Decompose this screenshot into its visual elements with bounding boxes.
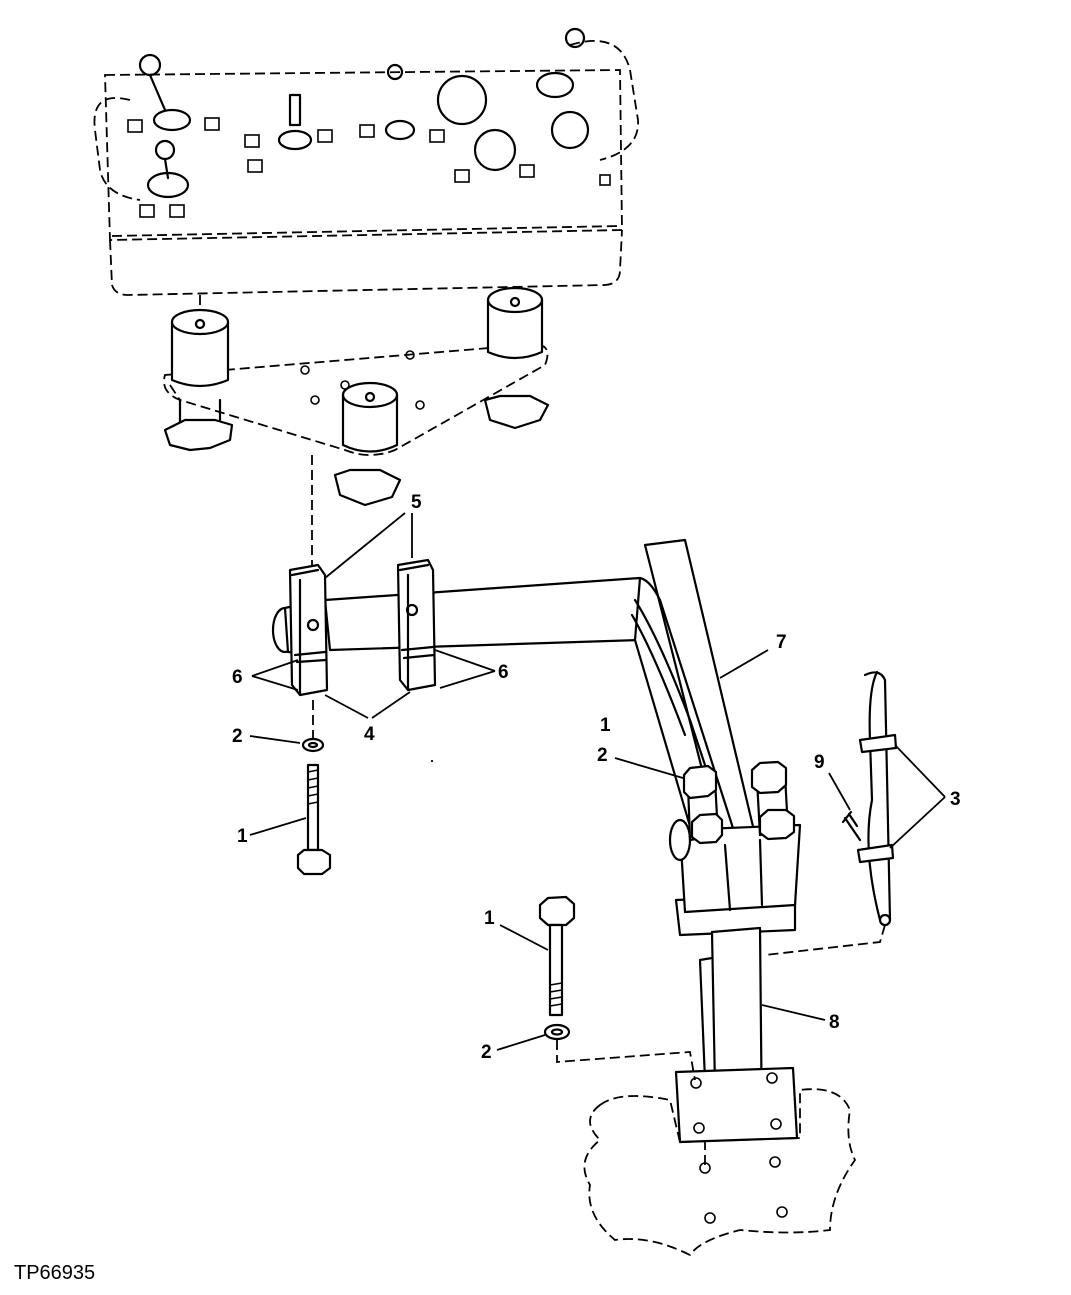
callout-1-left: 1: [237, 826, 248, 847]
callout-3: 3: [950, 789, 961, 810]
isolator-left: [163, 308, 234, 452]
callout-2-left: 2: [232, 726, 243, 747]
pedestal-post: [674, 926, 799, 1144]
callout-7: 7: [776, 632, 787, 653]
callout-6-left: 6: [232, 667, 243, 688]
support-arm: [271, 538, 757, 862]
callout-1-right: 1: [600, 715, 611, 736]
control-console: [93, 27, 639, 296]
pedestal-clamp-assembly: [668, 760, 802, 937]
bolt-bottom: [538, 895, 696, 1081]
callout-2-bottom: 2: [481, 1042, 492, 1063]
callout-9: 9: [814, 752, 825, 773]
hose-and-clips: [764, 670, 898, 956]
callout-4: 4: [364, 724, 375, 745]
callout-6-right: 6: [498, 662, 509, 683]
isolator-right: [483, 286, 550, 430]
callout-1-bottom: 1: [484, 908, 495, 929]
figure-id-label: TP66935: [14, 1262, 96, 1284]
callout-numbers: 5 6 6 4 2 1 7 1 2 9 3 1 2 8: [232, 492, 961, 1063]
clamp-block-right: [396, 558, 437, 692]
callout-leaders: [249, 512, 946, 1051]
isolator-center: [333, 381, 402, 507]
callout-8: 8: [829, 1012, 840, 1033]
clamp-block-left: [288, 563, 329, 697]
callout-5: 5: [411, 492, 422, 513]
bolt-left: [296, 700, 332, 876]
floor-plate: [583, 1088, 857, 1257]
callout-2-right: 2: [597, 745, 608, 766]
